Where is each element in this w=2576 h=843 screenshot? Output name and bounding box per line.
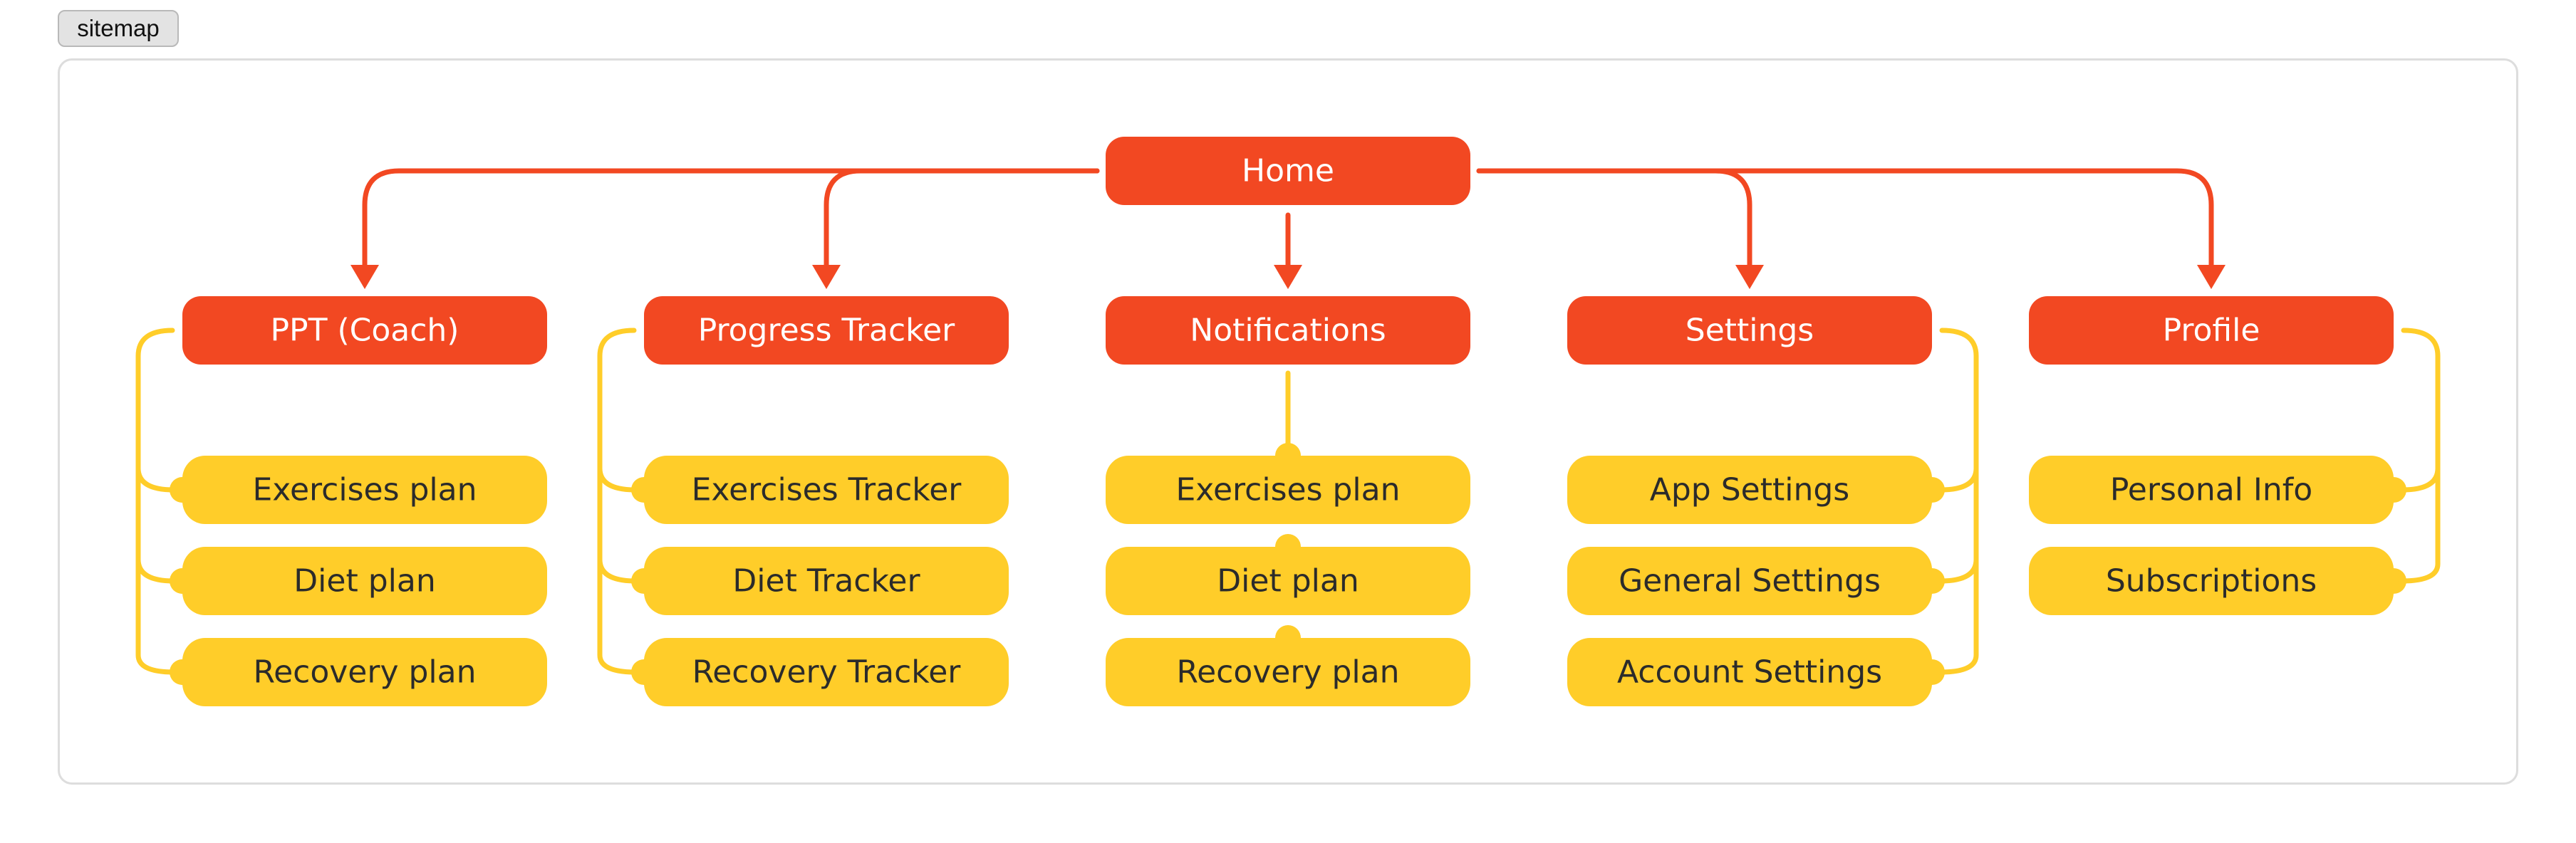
bracket-ppt — [135, 328, 177, 675]
bracket-profile-branch-0 — [2399, 466, 2441, 493]
node-notif-diet-plan-label: Diet plan — [1217, 563, 1359, 599]
node-general-settings[interactable]: General Settings — [1567, 547, 1932, 615]
node-recovery-tracker[interactable]: Recovery Tracker — [644, 638, 1009, 706]
node-app-settings-label: App Settings — [1650, 472, 1849, 508]
arrow-progress — [812, 265, 841, 289]
node-notifications-label: Notifications — [1190, 313, 1386, 349]
node-personal-info-label: Personal Info — [2110, 472, 2312, 508]
node-account-settings[interactable]: Account Settings — [1567, 638, 1932, 706]
node-personal-info[interactable]: Personal Info — [2029, 456, 2394, 524]
arrow-notifications — [1274, 265, 1302, 289]
node-home[interactable]: Home — [1106, 137, 1470, 205]
node-ppt-coach[interactable]: PPT (Coach) — [182, 296, 547, 365]
bracket-progress — [597, 328, 638, 675]
node-exercises-tracker[interactable]: Exercises Tracker — [644, 456, 1009, 524]
bracket-settings — [1938, 328, 1979, 675]
node-ppt-coach-label: PPT (Coach) — [271, 313, 459, 349]
node-diet-tracker[interactable]: Diet Tracker — [644, 547, 1009, 615]
node-app-settings[interactable]: App Settings — [1567, 456, 1932, 524]
node-recovery-tracker-label: Recovery Tracker — [692, 654, 962, 691]
node-ppt-diet-plan-label: Diet plan — [294, 563, 435, 599]
node-ppt-recovery-plan-label: Recovery plan — [253, 654, 476, 691]
node-settings[interactable]: Settings — [1567, 296, 1932, 365]
node-progress-tracker-label: Progress Tracker — [698, 313, 955, 349]
node-progress-tracker[interactable]: Progress Tracker — [644, 296, 1009, 365]
node-subscriptions-label: Subscriptions — [2106, 563, 2317, 599]
node-diet-tracker-label: Diet Tracker — [732, 563, 920, 599]
node-ppt-exercises-plan[interactable]: Exercises plan — [182, 456, 547, 524]
arrow-ppt — [350, 265, 379, 289]
node-subscriptions[interactable]: Subscriptions — [2029, 547, 2394, 615]
bracket-profile — [2399, 328, 2441, 584]
sitemap-tag[interactable]: sitemap — [58, 10, 179, 47]
node-notif-exercises-plan-label: Exercises plan — [1175, 472, 1400, 508]
node-notif-recovery-plan[interactable]: Recovery plan — [1106, 638, 1470, 706]
sitemap-tag-label: sitemap — [77, 15, 160, 41]
connector-home-ppt — [362, 168, 1100, 268]
arrow-profile — [2197, 265, 2226, 289]
node-notifications[interactable]: Notifications — [1106, 296, 1470, 365]
bracket-settings-branch-0 — [1938, 466, 1979, 493]
node-profile-label: Profile — [2163, 313, 2260, 349]
node-account-settings-label: Account Settings — [1617, 654, 1882, 691]
bracket-ppt-branch-0 — [135, 466, 177, 493]
bracket-progress-branch-1 — [597, 557, 638, 584]
connector-home-progress — [824, 168, 1100, 268]
node-ppt-recovery-plan[interactable]: Recovery plan — [182, 638, 547, 706]
bracket-progress-branch-0 — [597, 466, 638, 493]
node-settings-label: Settings — [1686, 313, 1814, 349]
bracket-settings-branch-1 — [1938, 557, 1979, 584]
node-profile[interactable]: Profile — [2029, 296, 2394, 365]
node-exercises-tracker-label: Exercises Tracker — [692, 472, 962, 508]
node-general-settings-label: General Settings — [1619, 563, 1881, 599]
node-home-label: Home — [1242, 153, 1334, 189]
node-notif-exercises-plan[interactable]: Exercises plan — [1106, 456, 1470, 524]
arrow-settings — [1735, 265, 1764, 289]
node-ppt-exercises-plan-label: Exercises plan — [252, 472, 477, 508]
node-notif-diet-plan[interactable]: Diet plan — [1106, 547, 1470, 615]
bracket-ppt-branch-1 — [135, 557, 177, 584]
connector-home-settings — [1476, 168, 1752, 268]
node-ppt-diet-plan[interactable]: Diet plan — [182, 547, 547, 615]
node-notif-recovery-plan-label: Recovery plan — [1176, 654, 1399, 691]
connector-home-profile — [1476, 168, 2214, 268]
